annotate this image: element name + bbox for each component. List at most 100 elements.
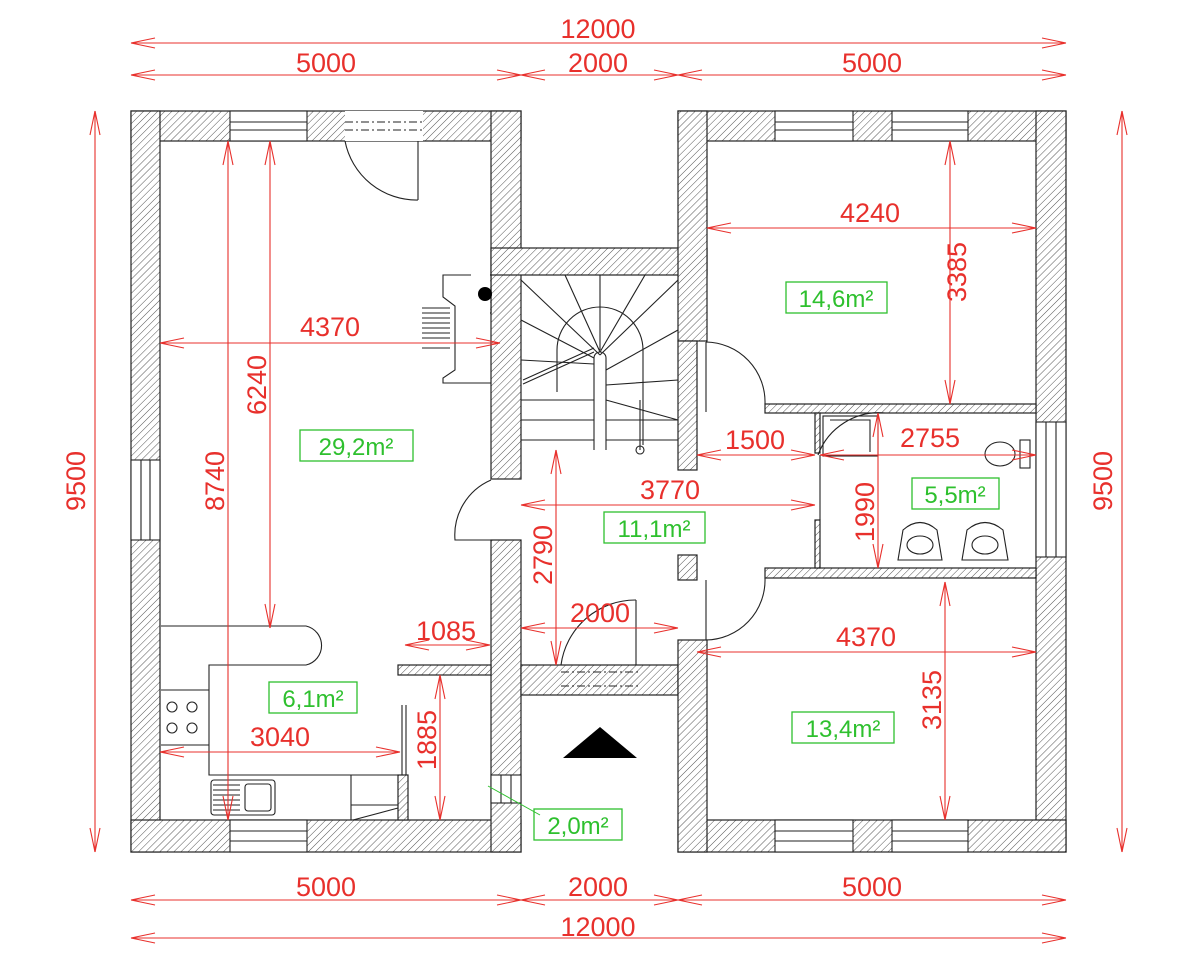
dimension-line (269, 140, 276, 166)
dim-bed2-depth: 3135 (917, 670, 947, 730)
dimension-line (404, 644, 430, 651)
dimension-line (159, 746, 185, 753)
area-box (299, 429, 414, 462)
dim-living-width: 4370 (300, 312, 360, 342)
dimension-line (520, 622, 546, 629)
wall (130, 819, 522, 853)
dimension-line (653, 627, 679, 634)
dimension-line (790, 449, 816, 456)
dimension-line (520, 499, 546, 506)
dimension-line (653, 899, 679, 906)
dimension-lines (89, 37, 1128, 944)
dimension-line (496, 74, 522, 81)
dim-hall-width: 3770 (640, 475, 700, 505)
dim-bottom-right: 5000 (842, 872, 902, 902)
dimension-line (1041, 894, 1067, 901)
area-kitchen: 6,1m² (282, 686, 343, 713)
dimension-line (790, 454, 816, 461)
dimension-line (555, 640, 562, 666)
area-labels: 29,2m² 14,6m² 5,5m² 11,1m² 6,1m² 13,4m² … (268, 281, 1000, 841)
area-hall: 11,1m² (618, 516, 691, 543)
dimension-line (227, 140, 234, 166)
dimension-line (696, 651, 722, 658)
wall (397, 774, 409, 821)
furniture (161, 274, 1031, 821)
dimension-line (706, 227, 732, 234)
wall (677, 110, 1067, 142)
dimension-line (227, 795, 234, 821)
dimension-line (375, 751, 401, 758)
dimension-line (1011, 651, 1037, 658)
area-leader-line (487, 785, 541, 816)
dimension-line (520, 899, 546, 906)
dimension-line (677, 69, 703, 76)
dimension-line (1011, 646, 1037, 653)
dimension-line (375, 746, 401, 753)
dimension-line (790, 499, 816, 506)
dimension-line (520, 894, 546, 901)
area-box (791, 711, 895, 744)
dimension-line (434, 674, 441, 700)
dimension-line (130, 74, 156, 81)
fireplace (442, 274, 491, 384)
dimension-line (1116, 110, 1123, 136)
area-box (911, 477, 1000, 510)
dimension-line (404, 639, 430, 646)
dimension-line (677, 74, 703, 81)
wall (677, 340, 698, 471)
dim-right-height: 9500 (1088, 451, 1118, 511)
dim-bed1-depth: 3385 (942, 242, 972, 302)
dimension-line (89, 827, 96, 853)
dimension-line (439, 674, 446, 700)
entrance-arrow-icon (563, 727, 637, 758)
dim-living-depth: 6240 (242, 355, 272, 415)
dimension-line (653, 894, 679, 901)
dim-bed1-width: 4240 (840, 198, 900, 228)
dimension-line (706, 222, 732, 229)
dimension-line (130, 894, 156, 901)
dim-bath-width: 2755 (900, 423, 960, 453)
dimension-line (944, 379, 951, 405)
window (130, 459, 161, 541)
wall (490, 247, 708, 276)
dim-left-height: 9500 (61, 451, 91, 511)
dimension-line (520, 74, 546, 81)
dimension-line (520, 504, 546, 511)
wall (677, 639, 708, 853)
dimension-line (130, 42, 156, 49)
dimension-line (496, 899, 522, 906)
kitchen-counter (161, 625, 398, 776)
dimension-line (877, 412, 884, 438)
dimension-line (1011, 227, 1037, 234)
dimension-line (550, 449, 557, 475)
washbasin-icon (897, 521, 943, 561)
dimension-line (790, 504, 816, 511)
wall (677, 554, 698, 581)
dimension-line (1121, 827, 1128, 853)
dimension-line (475, 337, 501, 344)
wall (130, 110, 522, 142)
dimension-line (819, 454, 845, 461)
area-box (603, 511, 706, 544)
hob-icon (166, 701, 198, 734)
dimension-line (550, 640, 557, 666)
dimension-line (877, 543, 884, 569)
dimension-line (94, 827, 101, 853)
dim-top-mid: 2000 (568, 48, 628, 78)
dimension-line (89, 110, 96, 136)
wall (490, 539, 522, 853)
dimension-line (1116, 827, 1123, 853)
dimension-line (1011, 222, 1037, 229)
dimension-line (819, 449, 845, 456)
dimension-line (653, 622, 679, 629)
dimension-line (1041, 937, 1067, 944)
dimension-line (1121, 110, 1128, 136)
dimension-line (520, 69, 546, 76)
dimension-line (439, 795, 446, 821)
area-box (785, 281, 888, 314)
dimension-line (949, 140, 956, 166)
dimension-line (130, 69, 156, 76)
dim-pantry-depth: 1885 (412, 710, 442, 770)
area-living: 29,2m² (319, 434, 394, 461)
dimension-line (496, 69, 522, 76)
